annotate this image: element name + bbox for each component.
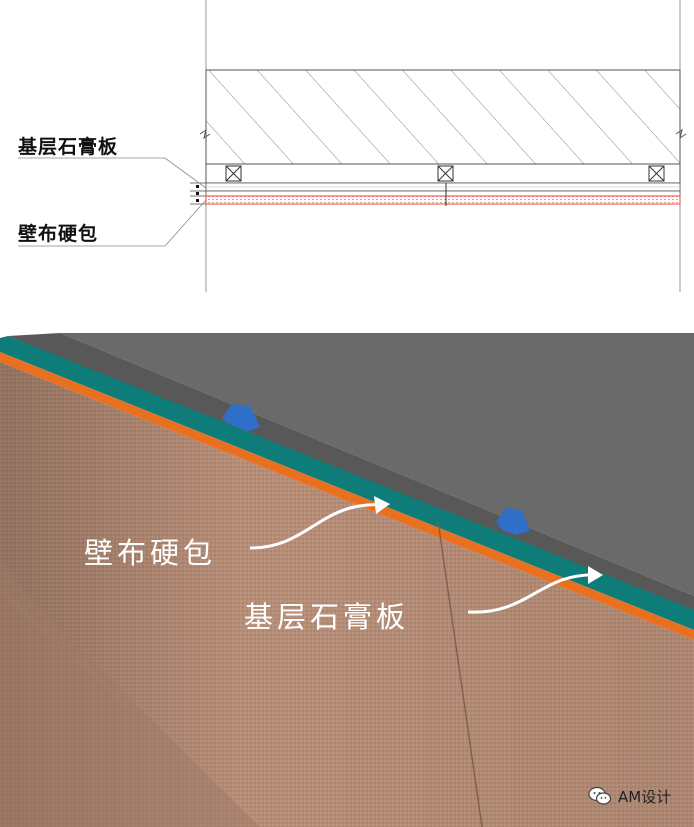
render-3d-view	[0, 333, 694, 827]
render-grey-wall-surface	[0, 333, 694, 596]
cad-break-mark-left	[199, 128, 211, 140]
cad-dimension-marks	[190, 182, 206, 205]
cad-keel-stud-1	[225, 165, 242, 182]
wechat-icon	[588, 786, 612, 806]
render-label-base-gypsum-board: 基层石膏板	[244, 600, 410, 634]
render-blue-stud-2	[496, 508, 530, 535]
cad-break-mark-right	[675, 128, 687, 140]
cad-hard-wrap-layer	[205, 195, 681, 205]
watermark-text: AM设计	[618, 787, 672, 806]
render-panel-seam-1	[437, 520, 483, 827]
render-fabric-panel-side	[0, 560, 260, 827]
label-base-gypsum-board: 基层石膏板	[18, 136, 119, 158]
render-panel-seam-2	[0, 589, 261, 827]
render-blue-stud-1	[222, 404, 260, 432]
cad-structural-wall	[205, 69, 681, 165]
cad-backing-layer	[205, 190, 681, 197]
arrow-head-base-gypsum-board	[588, 566, 603, 584]
watermark: AM设计	[588, 781, 671, 811]
cad-keel-stud-3	[648, 165, 665, 182]
cad-keel-stud-2	[437, 165, 454, 182]
cad-section-drawing	[18, 0, 687, 292]
arrow-wall-cloth-hard-wrap	[249, 503, 386, 550]
render-orange-wrap-edge	[0, 352, 694, 640]
label-wall-cloth-hard-wrap: 壁布硬包	[18, 223, 99, 245]
arrow-head-wall-cloth-hard-wrap	[374, 496, 390, 514]
render-teal-gypsum-board-edge	[0, 336, 694, 630]
arrow-base-gypsum-board	[467, 573, 599, 614]
leader-line-wall-cloth-hard-wrap	[18, 199, 207, 247]
render-label-wall-cloth-hard-wrap: 壁布硬包	[84, 536, 217, 570]
leader-line-base-gypsum-board	[18, 157, 207, 189]
